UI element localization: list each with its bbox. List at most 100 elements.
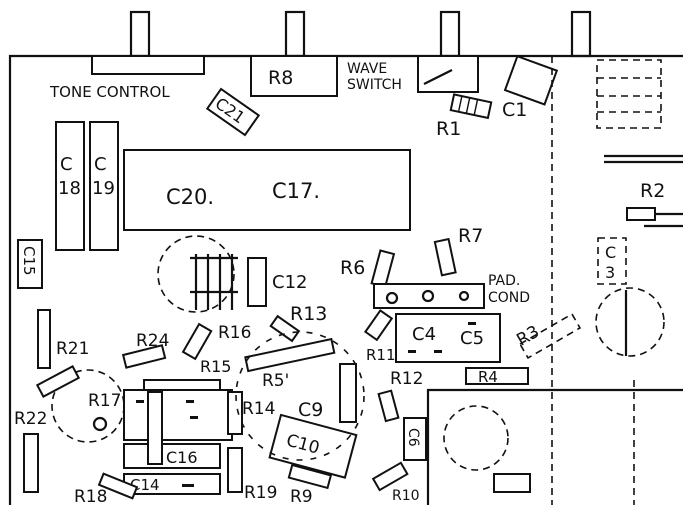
cond-label: COND (488, 290, 530, 306)
r11-resistor (363, 309, 394, 342)
r12-label: R12 (390, 369, 423, 389)
r21-resistor (35, 365, 81, 398)
r16-resistor (181, 322, 213, 361)
c4-mark (408, 350, 416, 353)
valve-base-right (595, 287, 665, 357)
c15-capacitor (17, 239, 43, 289)
r14-label: R14 (242, 399, 275, 419)
r3-resistor (518, 312, 582, 360)
r24-label: R24 (136, 331, 169, 351)
c10-capacitor: C10 (268, 413, 358, 479)
r22-resistor (23, 433, 39, 493)
c3-label-b: 3 (605, 263, 615, 282)
c1-capacitor (503, 54, 559, 106)
r19-resistor (227, 447, 243, 493)
c9-vertical-capacitor (339, 363, 357, 423)
r24-resistor (121, 344, 167, 369)
r6-label: R6 (340, 257, 365, 279)
r13-label: R13 (290, 303, 327, 325)
r14-resistor (227, 391, 243, 435)
coil-former (190, 254, 238, 310)
r6-resistor (370, 249, 396, 289)
c3-capacitor (597, 237, 627, 285)
tone-control-label: TONE CONTROL (49, 83, 170, 101)
c19-label-a: C (94, 154, 107, 175)
wave-label: WAVE (347, 61, 387, 77)
c12-capacitor (247, 257, 267, 307)
r4-resistor (465, 367, 529, 385)
r1-resistor (449, 93, 493, 120)
wave-switch-body (417, 55, 479, 93)
lower-right-box (426, 388, 683, 505)
c5-label: C5 (460, 328, 484, 349)
r16-label: R16 (218, 323, 251, 343)
spindle-1 (129, 10, 151, 58)
r13-resistor (269, 314, 301, 343)
c4-label: C4 (412, 324, 436, 345)
c16-capacitor (123, 443, 221, 469)
c19-capacitor (89, 121, 119, 251)
c14-mark (182, 484, 194, 487)
wave-switch-lever (423, 69, 453, 85)
r15-label: R15 (200, 357, 231, 376)
r22-label: R22 (14, 409, 47, 429)
r21-label: R21 (56, 339, 89, 359)
valve-base-lower (443, 405, 509, 471)
c16-label: C16 (166, 448, 198, 467)
c9-label: C9 (298, 399, 323, 421)
r8-label: R8 (268, 67, 293, 89)
switch-label: SWITCH (347, 77, 402, 93)
r5-resistor (244, 337, 336, 373)
r7-label: R7 (458, 225, 483, 247)
r18-label: R18 (74, 487, 107, 507)
r17-block (123, 389, 233, 441)
spindle-4 (570, 10, 592, 58)
c3-label-a: C (605, 243, 616, 262)
r2-resistor (626, 207, 656, 221)
c4-c5-block (395, 313, 501, 363)
c18-label-a: C (60, 154, 73, 175)
r5-label: R5' (262, 371, 289, 391)
pad-cond-terminal-2 (421, 289, 435, 303)
r10-resistor (371, 461, 409, 492)
r7-resistor (433, 237, 457, 277)
r9-label: R9 (290, 487, 313, 507)
r2-label: R2 (640, 180, 665, 202)
lower-resistor (493, 473, 531, 493)
r11-label: R11 (366, 346, 396, 364)
c20-label: C20. (166, 185, 214, 209)
c5-mark (468, 322, 476, 325)
pad-cond-terminal-3 (458, 290, 470, 302)
r3-label: R3 (513, 322, 543, 351)
c15-label: C15 (20, 246, 38, 276)
r1-label: R1 (436, 118, 461, 140)
c12-label: C12 (272, 272, 307, 293)
r17-terminal (92, 416, 108, 432)
left-resistor (37, 309, 51, 369)
c16-vertical-lead (147, 391, 163, 465)
spindle-2 (284, 10, 306, 58)
r19-label: R19 (244, 483, 277, 503)
tone-control-body (91, 55, 205, 75)
r17-mark-2 (186, 400, 194, 403)
c14-label: C14 (130, 476, 160, 494)
valve-base-centre (157, 235, 235, 313)
r17-label: R17 (88, 391, 121, 411)
r18-resistor (97, 472, 139, 500)
c18-capacitor (55, 121, 85, 251)
pad-cond-terminal-1 (385, 291, 399, 305)
c4-mark-2 (434, 350, 442, 353)
c18-label-b: 18 (58, 178, 81, 199)
dashed-coil-box (596, 59, 662, 129)
r17-mark-1 (136, 400, 144, 403)
valve-base-middle (235, 331, 365, 461)
r9-resistor (287, 463, 333, 490)
r17-mark-3 (190, 416, 198, 419)
pad-label: PAD. (488, 273, 520, 289)
r12-resistor (377, 389, 400, 423)
c6-capacitor (403, 417, 427, 461)
c6-label: C6 (405, 428, 421, 447)
spindle-3 (439, 10, 461, 58)
